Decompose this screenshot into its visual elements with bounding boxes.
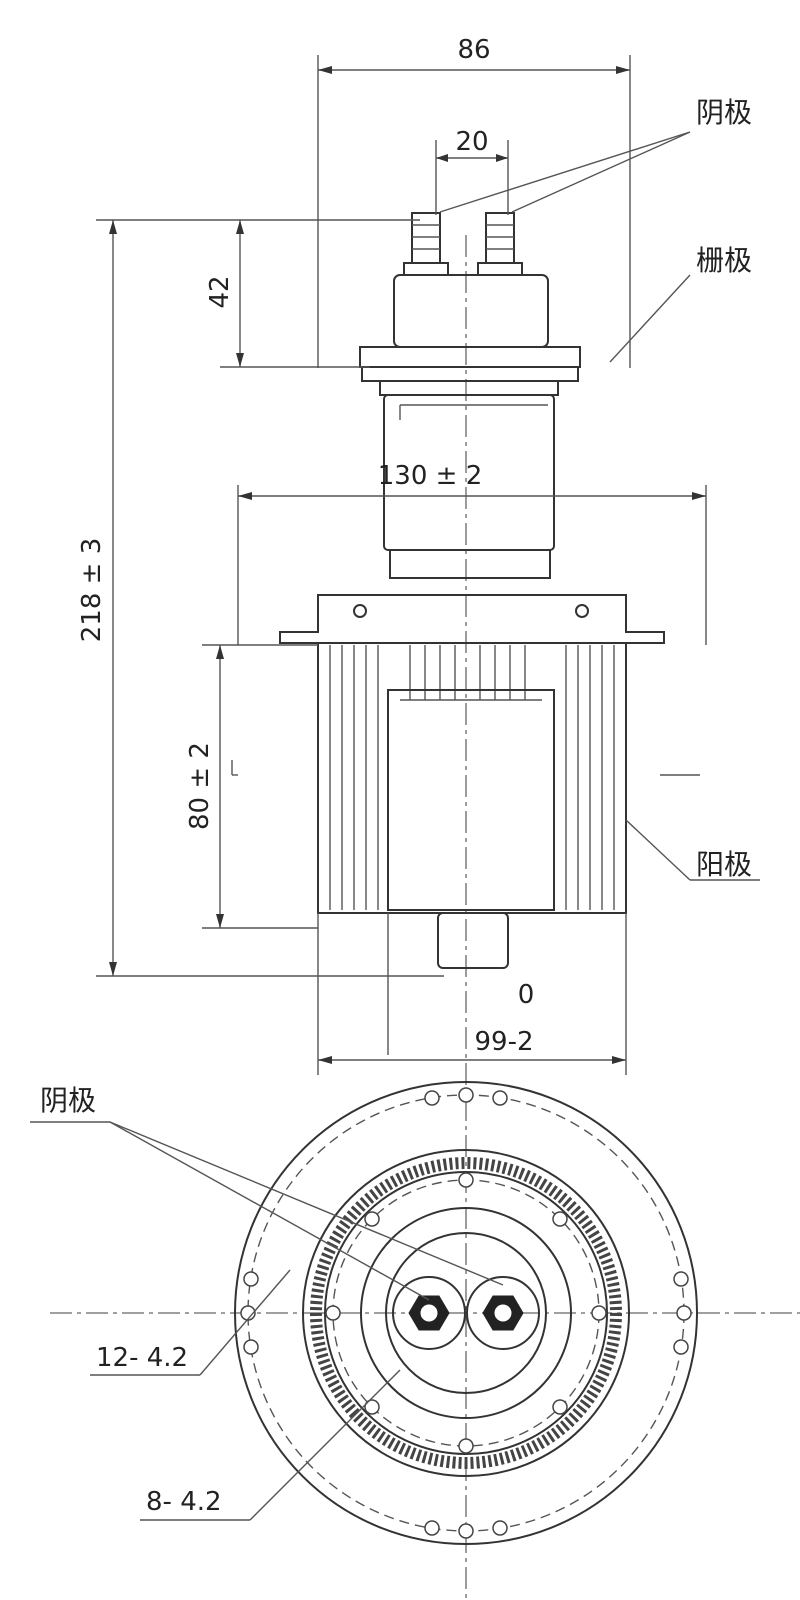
terminal-left-circle bbox=[392, 1276, 466, 1350]
cylinder-bottom-ring bbox=[389, 549, 551, 579]
dim-width-top: 86 bbox=[457, 35, 490, 65]
grid-flange bbox=[359, 346, 581, 368]
side-view bbox=[231, 212, 700, 1600]
bottom-view bbox=[50, 1081, 800, 1545]
anode-radiator bbox=[317, 642, 627, 914]
labels-bottom: 阴极 12- 4.2 8- 4.2 bbox=[30, 1084, 504, 1521]
terminal-right-circle bbox=[466, 1276, 540, 1350]
labels-side: 阴极 栅极 阳极 bbox=[439, 96, 760, 881]
radiator-inner-circle bbox=[324, 1171, 608, 1455]
dim-holes-inner: 8- 4.2 bbox=[146, 1487, 222, 1517]
dim-flange-width: 130 ± 2 bbox=[378, 461, 482, 491]
terminal-right bbox=[485, 212, 515, 264]
dim-holes-outer: 12- 4.2 bbox=[96, 1343, 188, 1373]
outer-flange-circle bbox=[234, 1081, 698, 1545]
outer-holes bbox=[240, 1087, 692, 1539]
dim-anode-height: 80 ± 2 bbox=[185, 742, 215, 830]
label-cathode-bottom: 阴极 bbox=[40, 1084, 96, 1117]
dim-terminal-height: 42 bbox=[205, 275, 235, 308]
dim-anode-dia-upper: 0 bbox=[518, 980, 535, 1010]
label-cathode-top: 阴极 bbox=[696, 96, 752, 129]
label-grid: 栅极 bbox=[696, 244, 752, 277]
anode-stub bbox=[437, 912, 509, 969]
insulator-circle bbox=[385, 1232, 547, 1394]
dimension-lines: 86 20 42 218 ± 3 130 ± 2 bbox=[77, 35, 707, 1075]
cylinder-circle bbox=[360, 1207, 572, 1419]
radiator-body bbox=[317, 642, 627, 914]
terminal-left-base bbox=[403, 262, 449, 276]
flange-hole-left bbox=[353, 604, 367, 618]
anode-core bbox=[387, 689, 555, 911]
radiator-outer-circle bbox=[302, 1149, 630, 1477]
cylinder-top-ring bbox=[379, 380, 559, 396]
cathode-terminals bbox=[403, 212, 523, 276]
terminal-right-base bbox=[477, 262, 523, 276]
inner-holes bbox=[325, 1172, 607, 1454]
dim-terminal-spacing: 20 bbox=[455, 127, 488, 157]
radiator-fin-ring bbox=[310, 1157, 622, 1469]
mounting-flange bbox=[279, 594, 665, 644]
label-anode: 阳极 bbox=[696, 848, 752, 881]
flange-hole-right bbox=[575, 604, 589, 618]
grid-flange-lower bbox=[361, 366, 579, 382]
dim-overall-height: 218 ± 3 bbox=[77, 538, 107, 642]
insulator-body bbox=[393, 274, 549, 348]
dim-anode-dia-lower: 99-2 bbox=[474, 1027, 533, 1057]
